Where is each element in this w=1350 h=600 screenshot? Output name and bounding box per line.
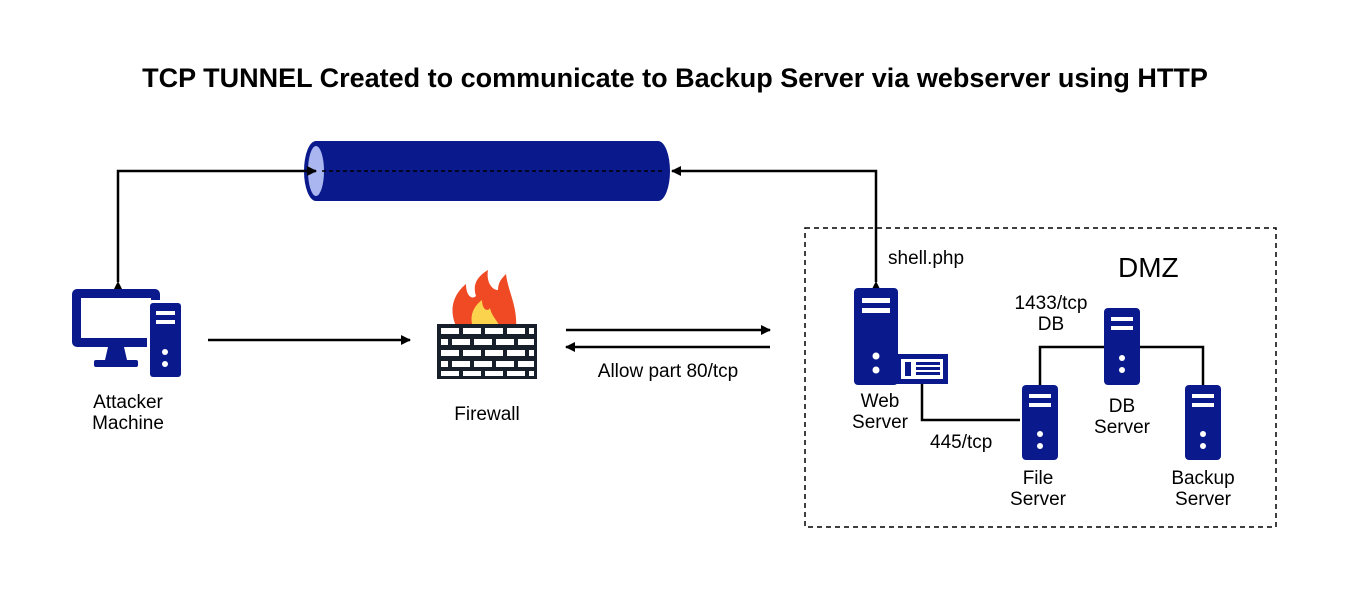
web-server-icon bbox=[854, 288, 948, 385]
backup-server-label-line1: Backup bbox=[1171, 468, 1235, 489]
attacker-label-line2: Machine bbox=[92, 413, 164, 434]
db-server-label-line1: DB bbox=[1108, 396, 1136, 417]
backup-server-label: Backup Server bbox=[1148, 468, 1258, 510]
db-port-label-line2: DB bbox=[1037, 314, 1065, 335]
attacker-label-line1: Attacker bbox=[93, 392, 163, 413]
file-server-label: File Server bbox=[988, 468, 1088, 510]
firewall-label: Firewall bbox=[454, 404, 520, 425]
backup-server-label-line2: Server bbox=[1175, 489, 1231, 510]
db-server-label-line2: Server bbox=[1094, 417, 1150, 438]
tcp-tunnel-icon bbox=[304, 141, 670, 201]
file-server-icon bbox=[1022, 385, 1058, 460]
allow-port-label: Allow part 80/tcp bbox=[597, 361, 739, 382]
file-server-label-line1: File bbox=[1022, 468, 1054, 489]
backup-server-icon bbox=[1185, 385, 1221, 460]
web-server-label-line2: Server bbox=[852, 412, 908, 433]
file-server-label-line2: Server bbox=[1010, 489, 1066, 510]
file-port-label: 445/tcp bbox=[930, 432, 993, 453]
db-server-label: DB Server bbox=[1072, 396, 1172, 438]
web-to-file-link bbox=[920, 384, 1020, 422]
diagram-title: TCP TUNNEL Created to communicate to Bac… bbox=[142, 63, 1208, 93]
computer-icon bbox=[72, 289, 183, 379]
tunnel-to-attacker-arrow bbox=[113, 166, 317, 291]
shell-php-label: shell.php bbox=[888, 248, 965, 269]
tunnel-to-webserver-arrow bbox=[671, 166, 881, 291]
attacker-label: Attacker Machine bbox=[58, 392, 198, 434]
db-server-icon bbox=[1104, 308, 1140, 385]
dmz-label: DMZ bbox=[1118, 252, 1179, 283]
web-server-label-line1: Web bbox=[860, 391, 900, 412]
firewall-icon bbox=[437, 270, 537, 379]
db-port-label: 1433/tcp DB bbox=[996, 293, 1106, 335]
dmz-zone-border bbox=[804, 227, 1277, 528]
db-port-label-line1: 1433/tcp bbox=[1014, 293, 1088, 314]
web-server-label: Web Server bbox=[830, 391, 930, 433]
